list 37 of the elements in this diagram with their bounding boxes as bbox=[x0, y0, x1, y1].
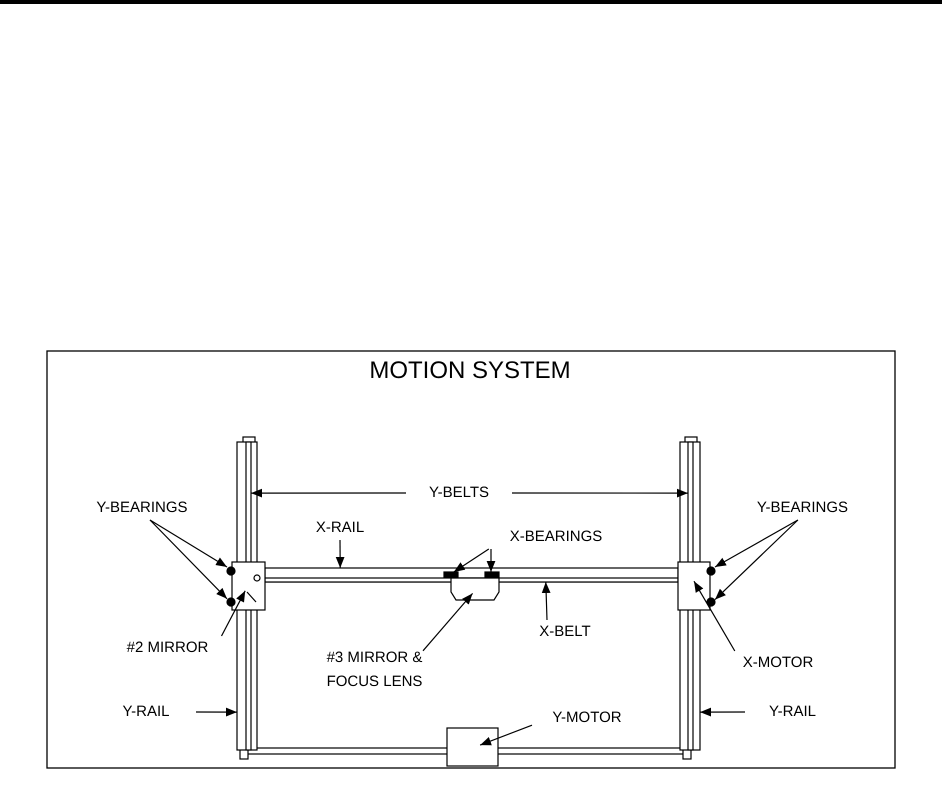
part-label: X-BELT bbox=[515, 620, 615, 644]
mirror-block bbox=[231, 561, 266, 611]
leader-arrow bbox=[714, 520, 798, 600]
part-label: Y-BELTS bbox=[406, 481, 512, 505]
leader-arrow bbox=[542, 582, 551, 620]
part-label: Y-MOTOR bbox=[532, 706, 642, 730]
leader-arrow bbox=[480, 724, 532, 746]
leader-arrow bbox=[453, 548, 490, 572]
bearing bbox=[706, 597, 716, 607]
bearing bbox=[226, 566, 236, 576]
leader-arrow bbox=[150, 519, 228, 568]
part-label: Y-RAIL bbox=[96, 700, 196, 724]
part-label: Y-BEARINGS bbox=[62, 496, 222, 520]
leader-arrow bbox=[700, 708, 745, 716]
leader-arrow bbox=[512, 488, 688, 498]
leader-arrow bbox=[486, 549, 496, 572]
motor-block bbox=[677, 561, 711, 611]
diagram-title: MOTION SYSTEM bbox=[368, 356, 572, 386]
leader-arrow bbox=[336, 540, 345, 568]
part-label: X-BEARINGS bbox=[476, 525, 636, 549]
part-label: #2 MIRROR bbox=[100, 636, 235, 660]
bearing bbox=[706, 566, 716, 576]
leader-arrow bbox=[220, 590, 246, 636]
leader-arrow bbox=[251, 488, 406, 498]
part-label: #3 MIRROR & FOCUS LENS bbox=[326, 646, 423, 694]
leader-arrow bbox=[422, 593, 474, 652]
part-label: Y-RAIL bbox=[745, 700, 840, 724]
leader-arrow bbox=[196, 708, 237, 716]
leader-arrow bbox=[150, 520, 228, 600]
part-label: Y-BEARINGS bbox=[725, 496, 880, 520]
part-label: X-RAIL bbox=[295, 516, 385, 540]
motor-box bbox=[446, 727, 499, 767]
bearing bbox=[226, 597, 236, 607]
leader-arrow bbox=[693, 580, 736, 652]
leader-arrow bbox=[714, 519, 798, 568]
part-label: X-MOTOR bbox=[718, 651, 838, 675]
carriage-block bbox=[450, 577, 500, 601]
